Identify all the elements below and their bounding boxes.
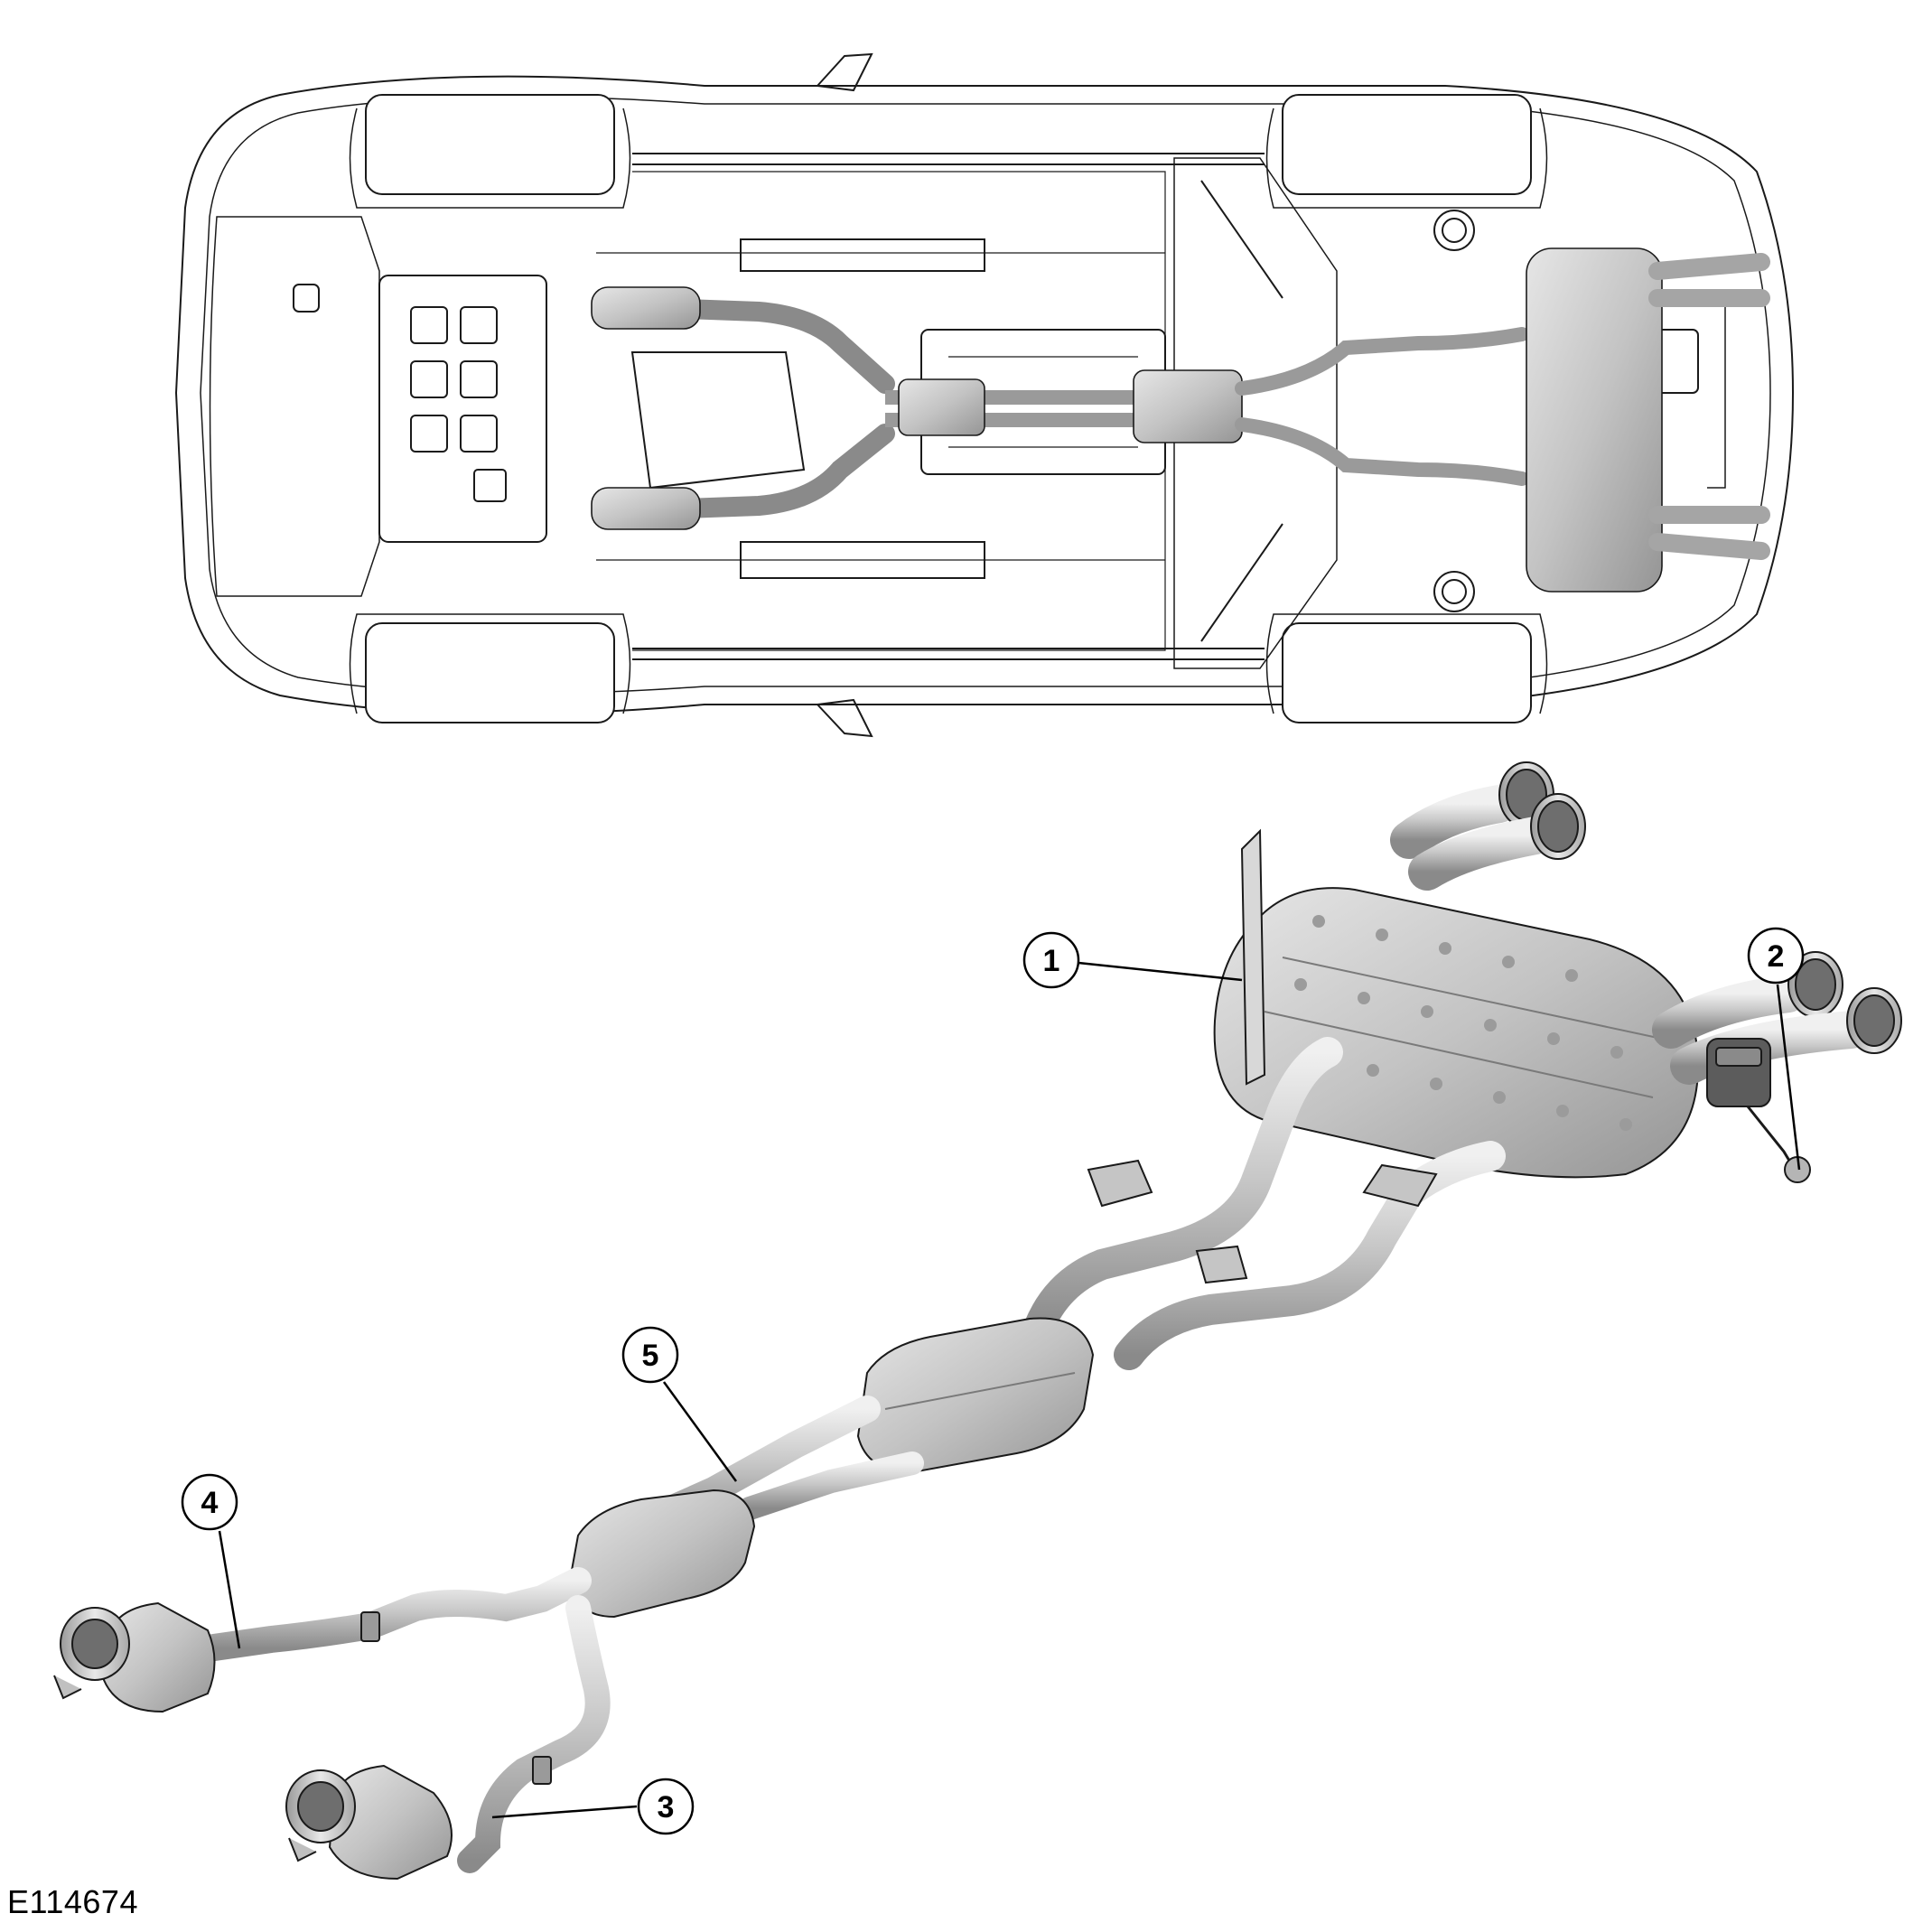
front-right-pipe bbox=[457, 1595, 611, 1873]
oil-pan bbox=[630, 351, 806, 490]
callout-2: 2 bbox=[1747, 927, 1805, 985]
vehicle-underside-view bbox=[174, 52, 1795, 738]
front-right-wheel bbox=[365, 622, 615, 723]
callout-3-label: 3 bbox=[658, 1790, 675, 1825]
rear-subframe bbox=[1173, 157, 1338, 669]
right-catalytic-converter bbox=[285, 1764, 453, 1881]
exhaust-hanger-2 bbox=[1195, 1245, 1248, 1284]
exhaust-system-view bbox=[53, 761, 1902, 1881]
left-sill bbox=[632, 153, 1265, 165]
leader-2 bbox=[1776, 984, 1801, 1171]
front-resonator bbox=[856, 1317, 1095, 1474]
rear-left-spring bbox=[1433, 210, 1475, 251]
rear-right-wheel bbox=[1282, 622, 1532, 723]
underside-left-catalyst bbox=[591, 286, 701, 330]
tailpipe-valve-actuator bbox=[1706, 1038, 1811, 1183]
pipe-clamp-right bbox=[532, 1756, 552, 1785]
right-sill bbox=[632, 648, 1265, 660]
front-undertray bbox=[209, 216, 380, 597]
callout-leader-lines bbox=[218, 961, 1801, 1819]
rear-intermediate-pipe-upper bbox=[1023, 1037, 1343, 1343]
underside-exhaust-system bbox=[591, 247, 1770, 593]
callout-4-label: 4 bbox=[201, 1486, 219, 1520]
underside-right-catalyst bbox=[591, 487, 701, 530]
underside-rear-pipes bbox=[1235, 327, 1529, 486]
fuel-lines-right bbox=[740, 541, 985, 579]
rear-intermediate-pipe-lower bbox=[1114, 1141, 1506, 1370]
front-left-wheel bbox=[365, 94, 615, 195]
exhaust-hanger-3 bbox=[1362, 1163, 1438, 1208]
fuel-lines-left bbox=[740, 238, 985, 272]
exhaust-hanger-1 bbox=[1087, 1159, 1153, 1208]
left-mirror bbox=[815, 52, 873, 92]
left-catalytic-converter bbox=[53, 1601, 216, 1713]
callout-1-label: 1 bbox=[1043, 944, 1060, 978]
underside-rear-resonator bbox=[1133, 369, 1243, 443]
callout-5: 5 bbox=[621, 1326, 679, 1384]
engine-cradle bbox=[378, 275, 547, 543]
underside-front-resonator bbox=[898, 378, 985, 436]
figure-reference-code: E114674 bbox=[7, 1883, 138, 1920]
leader-3 bbox=[491, 1805, 638, 1819]
underside-tailpipes bbox=[1648, 253, 1770, 560]
rear-muffler bbox=[1213, 887, 1700, 1179]
underside-left-downpipe bbox=[627, 297, 895, 394]
center-silencer bbox=[567, 1489, 756, 1619]
callout-2-label: 2 bbox=[1768, 939, 1785, 974]
callout-4: 4 bbox=[181, 1473, 238, 1531]
front-y-pipe bbox=[194, 1567, 592, 1662]
muffler-heat-shield-bracket bbox=[1240, 828, 1266, 1086]
leader-1 bbox=[1078, 961, 1243, 982]
vehicle-body-outline bbox=[174, 75, 1795, 715]
callout-5-label: 5 bbox=[642, 1339, 659, 1373]
underside-rear-muffler bbox=[1526, 247, 1663, 593]
underside-right-downpipe bbox=[627, 424, 895, 520]
leader-4 bbox=[218, 1530, 241, 1649]
pipe-clamp-left bbox=[360, 1611, 380, 1642]
rear-left-wheel bbox=[1282, 94, 1532, 195]
rear-right-spring bbox=[1433, 571, 1475, 612]
callout-3: 3 bbox=[637, 1778, 695, 1835]
leader-5 bbox=[662, 1381, 738, 1482]
upper-tailpipes bbox=[1390, 761, 1586, 891]
right-mirror bbox=[815, 698, 873, 738]
callout-1: 1 bbox=[1022, 931, 1080, 989]
